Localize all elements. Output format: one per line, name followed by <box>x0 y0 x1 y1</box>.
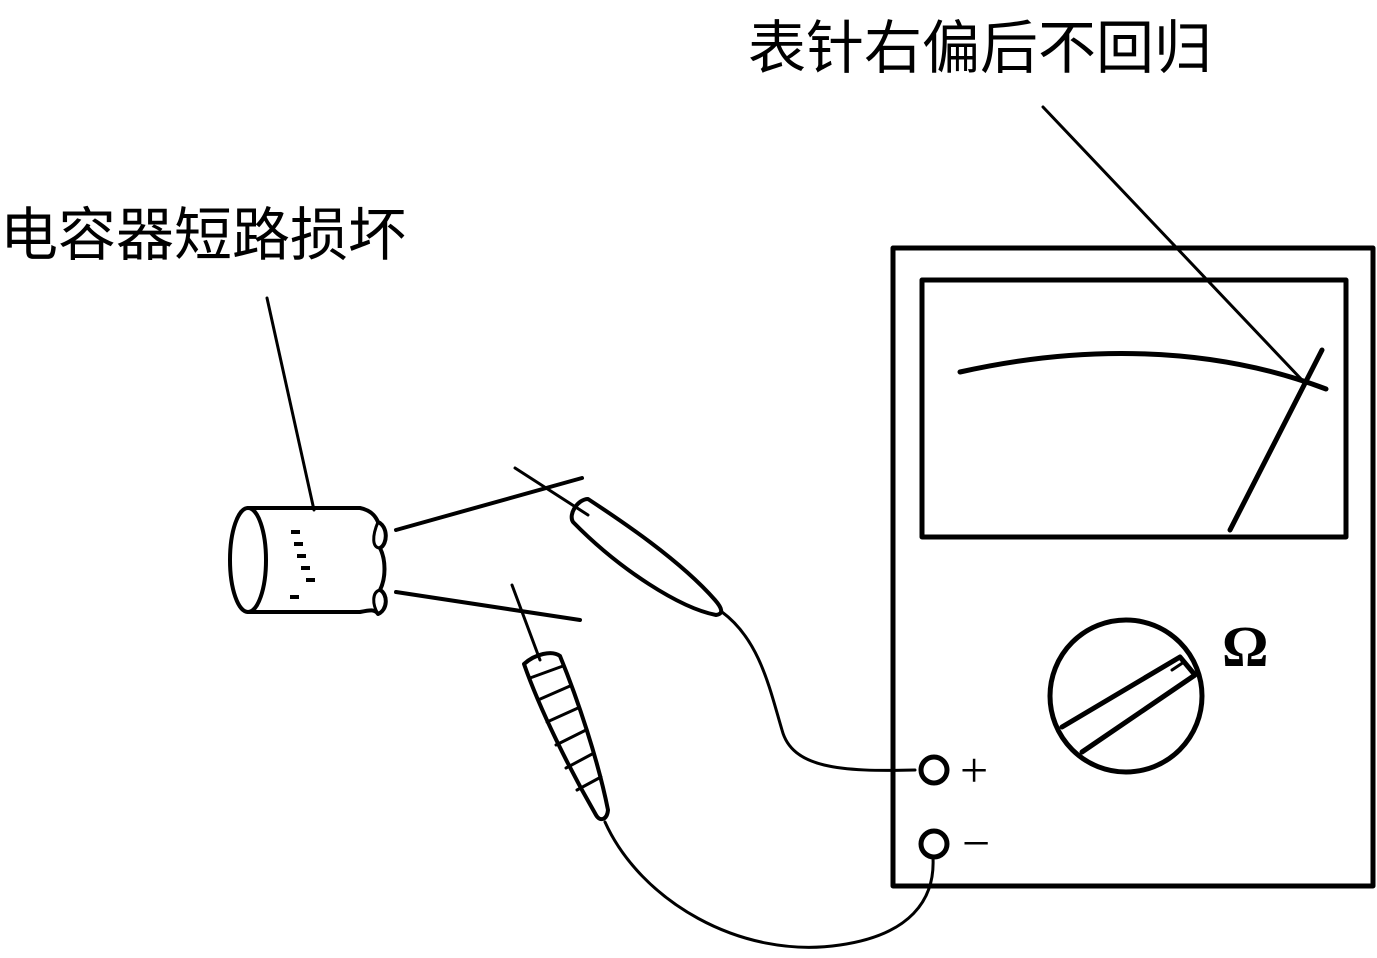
capacitor-short-label: 电容器短路损坏 <box>0 201 406 269</box>
ohm-symbol: Ω <box>1222 614 1268 679</box>
capacitor-lead-top <box>394 476 584 532</box>
negative-terminal <box>918 828 950 860</box>
negative-probe <box>510 583 935 949</box>
negative-probe-handle <box>522 651 610 822</box>
range-selector-tick <box>1170 660 1186 672</box>
capacitor-body <box>246 506 388 616</box>
capacitor-end-cap <box>228 506 268 614</box>
capacitor-leader-line <box>265 296 316 512</box>
negative-probe-wire <box>603 820 935 949</box>
capacitor-lead-bottom <box>394 590 582 622</box>
capacitor-polarity-stripe <box>290 530 315 599</box>
range-selector-pointer <box>1059 654 1198 755</box>
positive-terminal <box>918 754 950 786</box>
capacitor-groove <box>372 520 382 616</box>
meter-needle <box>1227 347 1325 533</box>
negative-terminal-sign: − <box>962 815 990 871</box>
meter-scale-arc <box>957 351 1329 392</box>
capacitor <box>228 476 584 622</box>
positive-probe-handle <box>569 497 724 617</box>
negative-probe-tip <box>510 583 542 662</box>
needle-right-no-return-label: 表针右偏后不回归 <box>748 14 1212 82</box>
positive-probe-wire <box>720 610 917 772</box>
multimeter-case <box>890 245 1376 889</box>
needle-leader-line <box>1041 105 1304 382</box>
positive-probe-tip <box>513 466 590 517</box>
positive-terminal-sign: + <box>960 742 988 798</box>
meter-display-window <box>919 277 1349 540</box>
range-selector-knob <box>1047 617 1205 775</box>
negative-probe-stripes <box>528 664 603 792</box>
multimeter: Ω + − <box>890 245 1376 889</box>
positive-probe <box>513 466 917 772</box>
